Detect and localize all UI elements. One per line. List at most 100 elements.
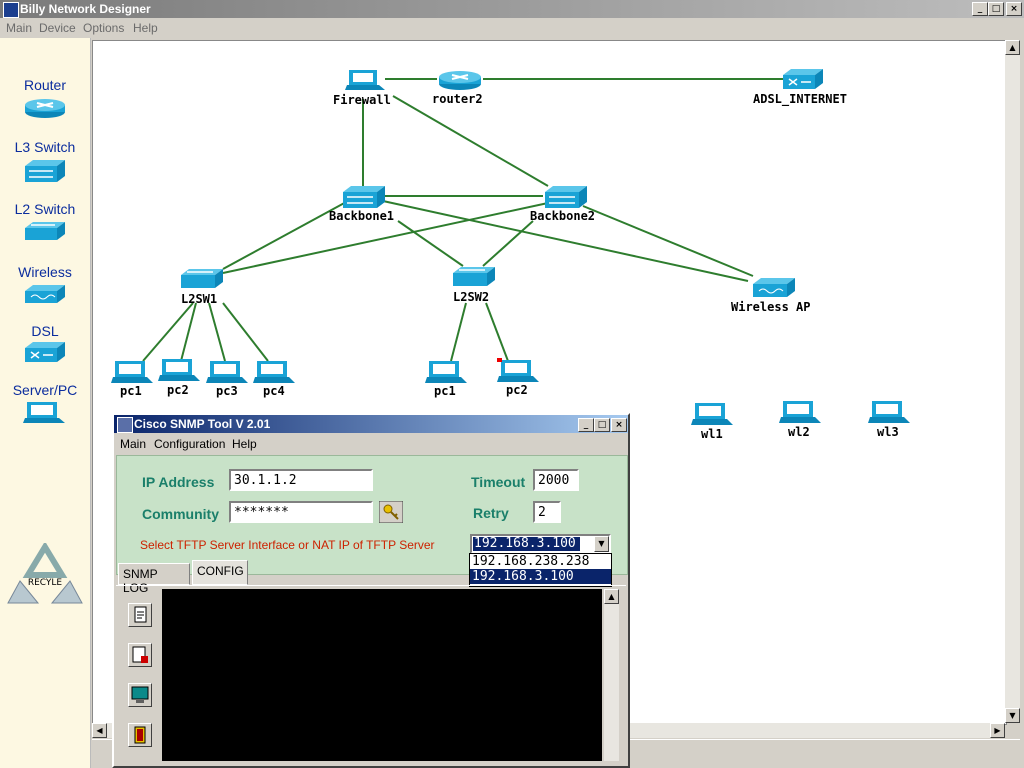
dsl-icon[interactable] [781, 67, 825, 91]
wireless-ap-icon[interactable] [751, 274, 797, 300]
app-icon [3, 2, 19, 18]
palette-label-router: Router [23, 77, 67, 93]
scroll-left-arrow-icon[interactable]: ◀ [92, 723, 107, 738]
tftp-server-label: Select TFTP Server Interface or NAT IP o… [140, 538, 435, 552]
scroll-up-arrow-icon[interactable]: ▲ [1005, 40, 1020, 55]
tab-config[interactable]: CONFIG [192, 560, 248, 585]
snmp-title-bar: Cisco SNMP Tool V 2.01 _ □ × [114, 415, 628, 433]
router-icon[interactable] [437, 68, 483, 92]
node-label-pc4: pc4 [263, 384, 285, 398]
scroll-down-arrow-icon[interactable]: ▼ [1005, 708, 1020, 723]
link-backbone1-l2sw1 [222, 200, 349, 270]
server-pc-icon[interactable] [23, 400, 67, 424]
menu-device[interactable]: Device [39, 21, 76, 35]
snmp-menu-main[interactable]: Main [120, 437, 147, 451]
pc-icon[interactable] [206, 359, 250, 385]
pc-icon[interactable] [497, 358, 541, 384]
exit-door-icon [134, 726, 146, 744]
link-l2sw1-pc4 [222, 302, 269, 362]
pc-icon[interactable] [425, 359, 469, 385]
community-label: Community [142, 506, 219, 522]
recycle-bin-icon[interactable]: RECYLE [4, 543, 86, 607]
console-scrollbar[interactable]: ▲ [604, 589, 619, 761]
device-palette: Router L3 Switch L2 Switch Wireless DSL … [0, 38, 91, 768]
node-label-wireless-ap: Wireless AP [731, 300, 811, 314]
node-label-l2sw2: L2SW2 [453, 290, 490, 304]
close-button[interactable]: × [1006, 2, 1022, 16]
community-input[interactable] [229, 501, 373, 523]
menu-options[interactable]: Options [83, 21, 125, 35]
save-icon [132, 646, 148, 663]
palette-label-wireless: Wireless [18, 264, 72, 280]
link-backbone1-wireless [382, 200, 749, 282]
main-title-bar: Billy Network Designer _ □ × [0, 0, 1024, 18]
l3-switch-icon[interactable] [23, 158, 67, 184]
new-file-button[interactable] [128, 603, 152, 627]
config-console[interactable] [162, 589, 602, 761]
key-icon[interactable] [379, 501, 403, 523]
pc-icon[interactable] [691, 401, 735, 427]
menu-bar: Main Device Options Help [0, 18, 1024, 37]
node-label-wl2: wl2 [788, 425, 810, 439]
chevron-down-icon[interactable]: ▼ [594, 536, 609, 552]
node-label-router2: router2 [432, 92, 483, 106]
maximize-button[interactable]: □ [988, 2, 1004, 16]
console-scroll-up-icon[interactable]: ▲ [604, 589, 619, 604]
link-l2sw1-pc3 [208, 302, 226, 362]
pc-icon[interactable] [868, 399, 912, 425]
palette-label-l3-switch: L3 Switch [14, 139, 76, 155]
node-label-adsl-internet: ADSL_INTERNET [753, 92, 847, 106]
l2-switch-icon[interactable] [179, 267, 225, 291]
exit-button[interactable] [128, 723, 152, 747]
l2-switch-icon[interactable] [23, 220, 67, 242]
retry-input[interactable] [533, 501, 561, 523]
snmp-close-button[interactable]: × [611, 418, 627, 432]
router-icon[interactable] [23, 96, 67, 120]
l2-switch-icon[interactable] [451, 265, 497, 289]
vertical-scrollbar[interactable]: ▲ ▼ [1005, 40, 1020, 723]
pc-icon[interactable] [779, 399, 823, 425]
firewall-icon[interactable] [345, 68, 385, 92]
scroll-right-arrow-icon[interactable]: ▶ [990, 723, 1005, 738]
tftp-server-select[interactable]: 192.168.3.100 ▼ [470, 534, 611, 554]
minimize-button[interactable]: _ [972, 2, 988, 16]
snmp-maximize-button[interactable]: □ [594, 418, 610, 432]
link-l2sw1-pc2 [180, 302, 197, 362]
tab-snmp-log[interactable]: SNMP LOG [118, 563, 190, 595]
tftp-option[interactable]: 192.168.238.238 [472, 554, 590, 569]
link-l2sw2-pc1 [450, 302, 467, 362]
node-label-wl3: wl3 [877, 425, 899, 439]
link-backbone1-l2sw2 [397, 220, 464, 267]
topology-links [142, 78, 783, 362]
node-label-pc2-l2sw2: pc2 [506, 383, 528, 397]
palette-label-l2-switch: L2 Switch [14, 201, 76, 217]
menu-main[interactable]: Main [6, 21, 33, 35]
snmp-settings-panel: IP Address Community Timeout Retry Selec… [116, 455, 628, 575]
snmp-menu-help[interactable]: Help [232, 437, 257, 451]
pc-icon[interactable] [111, 359, 155, 385]
dsl-icon[interactable] [23, 340, 67, 364]
l3-switch-icon[interactable] [543, 184, 589, 210]
pc-icon[interactable] [158, 357, 202, 383]
wireless-ap-icon[interactable] [23, 281, 67, 305]
link-backbone2-wireless [582, 205, 754, 277]
l3-switch-icon[interactable] [341, 184, 387, 210]
node-label-backbone2: Backbone2 [530, 209, 596, 223]
ip-address-input[interactable] [229, 469, 373, 491]
link-backbone2-l2sw1 [222, 202, 549, 274]
menu-help[interactable]: Help [133, 21, 158, 35]
tftp-option-selected[interactable]: 192.168.3.100 [470, 569, 611, 584]
link-backbone2-l2sw2 [482, 220, 534, 267]
link-firewall-backbone2 [392, 95, 549, 187]
save-file-button[interactable] [128, 643, 152, 667]
snmp-menu-configuration[interactable]: Configuration [154, 437, 226, 451]
tftp-dropdown-list: 192.168.238.238 192.168.3.100 [469, 553, 612, 587]
timeout-input[interactable] [533, 469, 579, 491]
monitor-icon [131, 686, 149, 703]
pc-icon[interactable] [253, 359, 297, 385]
monitor-button[interactable] [128, 683, 152, 707]
document-icon [134, 606, 147, 623]
window-title: Billy Network Designer [20, 2, 151, 16]
node-label-pc1: pc1 [120, 384, 142, 398]
snmp-minimize-button[interactable]: _ [578, 418, 594, 432]
